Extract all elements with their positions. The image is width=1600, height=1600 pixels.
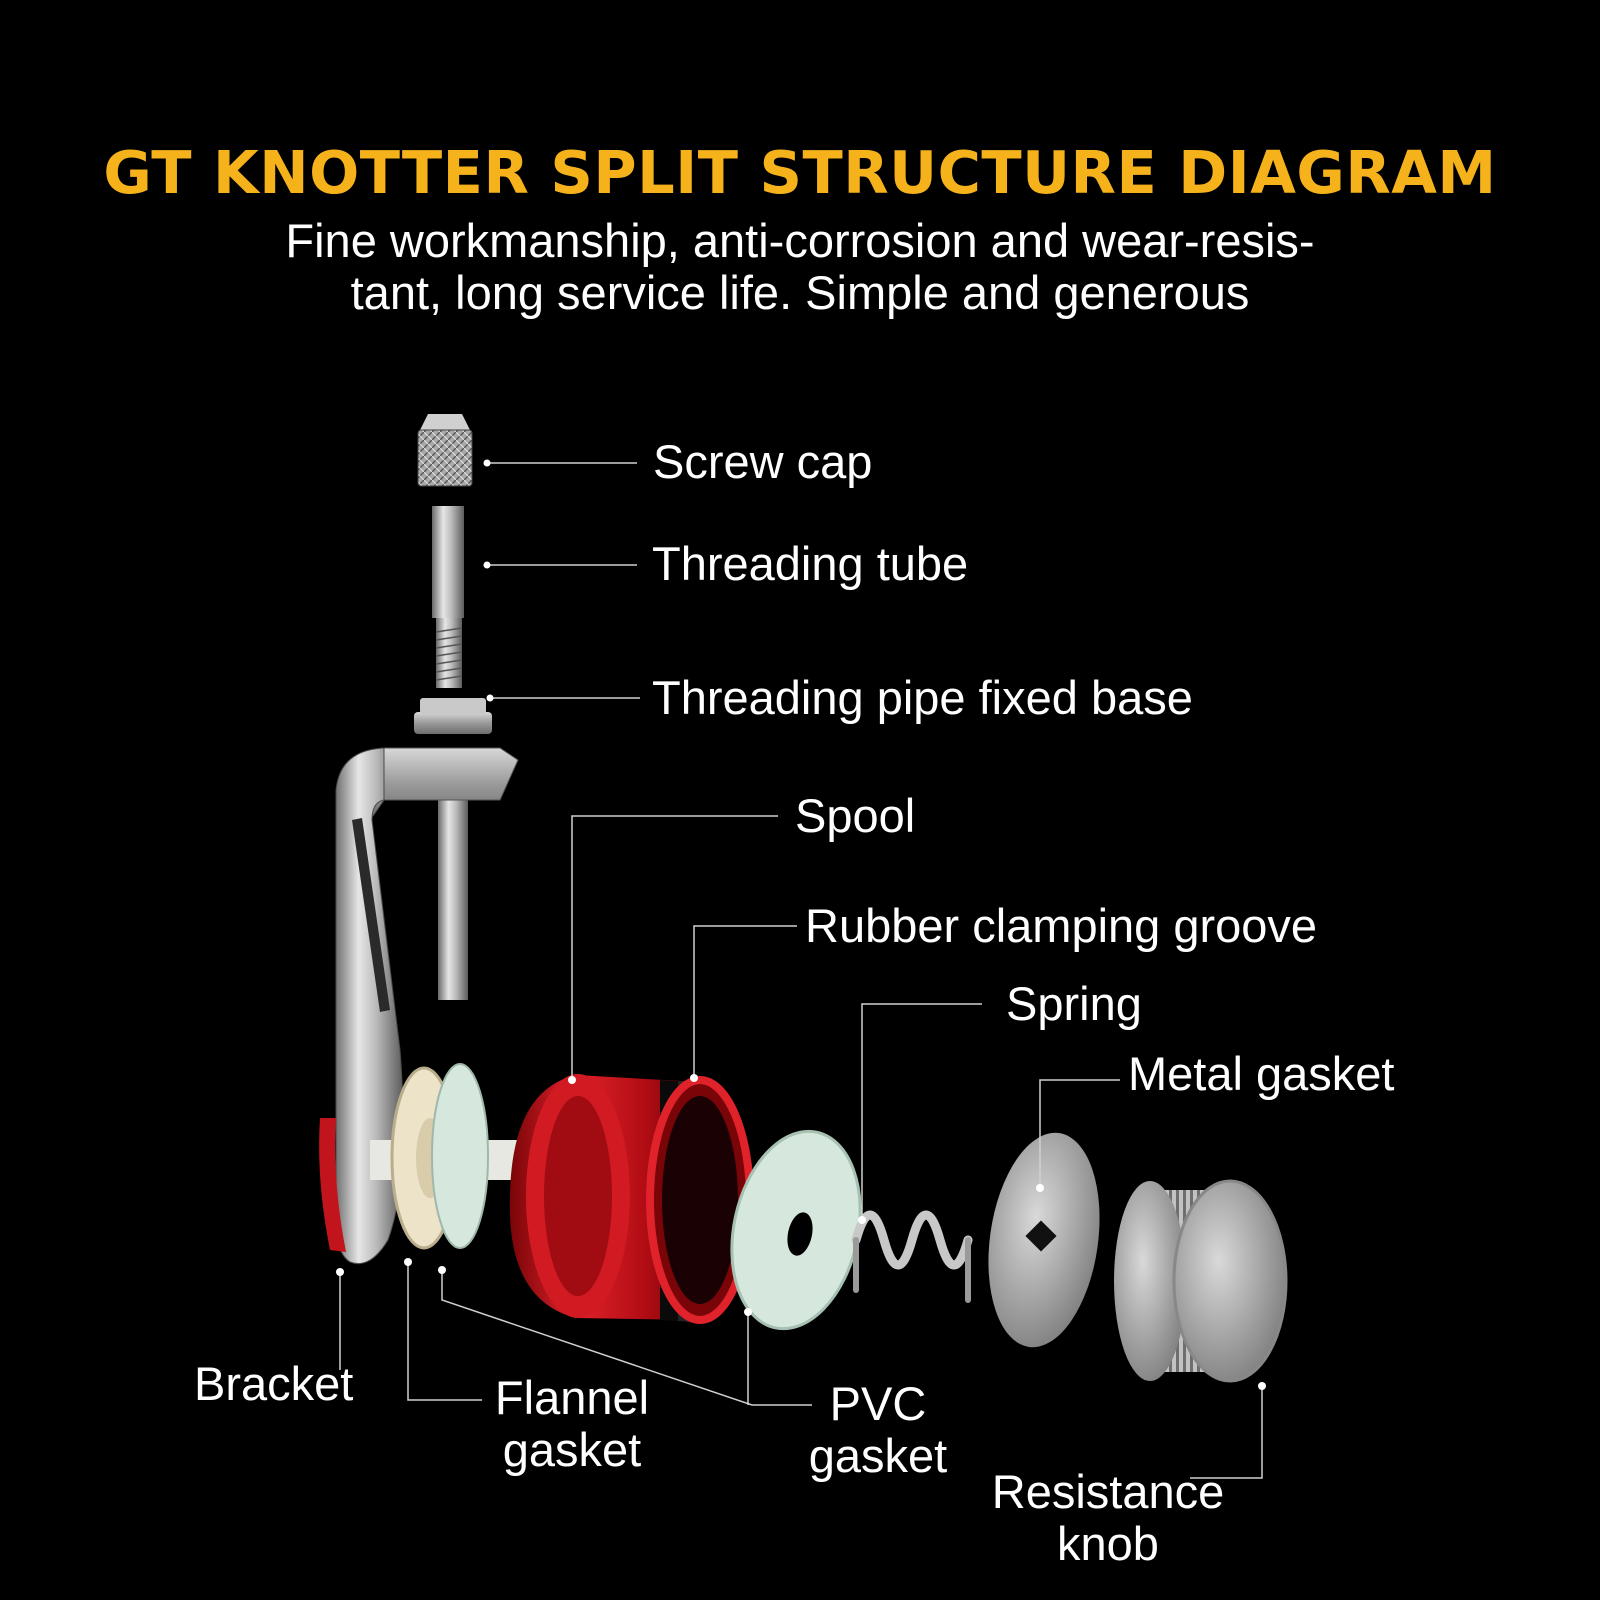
label-screw-cap: Screw cap <box>653 435 873 488</box>
label-spool: Spool <box>795 789 916 842</box>
leader-lines <box>339 462 1263 1479</box>
leader-resistance-knob <box>1190 1386 1263 1479</box>
bracket-part <box>319 747 519 1265</box>
label-resistance-knob-line-1: Resistance <box>991 1465 1225 1518</box>
screw-cap-part <box>417 414 473 487</box>
subtitle-line-1: Fine workmanship, anti-corrosion and wea… <box>285 214 1315 267</box>
leader-spool <box>571 815 778 1080</box>
threading-tube-part <box>432 506 464 688</box>
label-flannel-gasket: Flannel gasket <box>482 1372 662 1476</box>
page-subtitle: Fine workmanship, anti-corrosion and wea… <box>0 215 1600 319</box>
label-pvc-gasket: PVC gasket <box>796 1378 960 1482</box>
metal-gasket-part <box>988 1132 1100 1348</box>
leader-dots <box>336 459 1266 1390</box>
label-flannel-gasket-line-2: gasket <box>502 1423 642 1476</box>
label-pvc-gasket-line-2: gasket <box>808 1429 948 1482</box>
spool-part <box>509 1074 754 1324</box>
label-flannel-gasket-line-1: Flannel <box>494 1371 650 1424</box>
leader-pvc-gasket-a <box>441 1270 812 1406</box>
leader-metal-gasket <box>1039 1079 1120 1188</box>
label-resistance-knob-line-2: knob <box>1057 1517 1159 1570</box>
resistance-knob-part <box>1114 1179 1288 1383</box>
label-resistance-knob: Resistance knob <box>978 1466 1238 1570</box>
spring-part <box>851 1210 973 1303</box>
leader-spring <box>861 1003 982 1220</box>
pvc-gasket-small-part <box>431 1063 489 1249</box>
label-bracket: Bracket <box>194 1357 354 1410</box>
leader-flannel-gasket <box>407 1262 482 1401</box>
label-rubber-clamping-groove: Rubber clamping groove <box>805 899 1318 952</box>
leader-rubber-clamping-groove <box>693 925 797 1078</box>
label-spring: Spring <box>1006 977 1142 1030</box>
label-threading-tube: Threading tube <box>652 537 969 590</box>
threading-pipe-fixed-base-part <box>414 698 492 1000</box>
page-title: GT KNOTTER SPLIT STRUCTURE DIAGRAM <box>103 138 1497 207</box>
label-metal-gasket: Metal gasket <box>1128 1047 1395 1100</box>
label-pvc-gasket-line-1: PVC <box>829 1377 927 1430</box>
subtitle-line-2: tant, long service life. Simple and gene… <box>350 266 1250 319</box>
label-threading-pipe-fixed-base: Threading pipe fixed base <box>652 671 1193 724</box>
